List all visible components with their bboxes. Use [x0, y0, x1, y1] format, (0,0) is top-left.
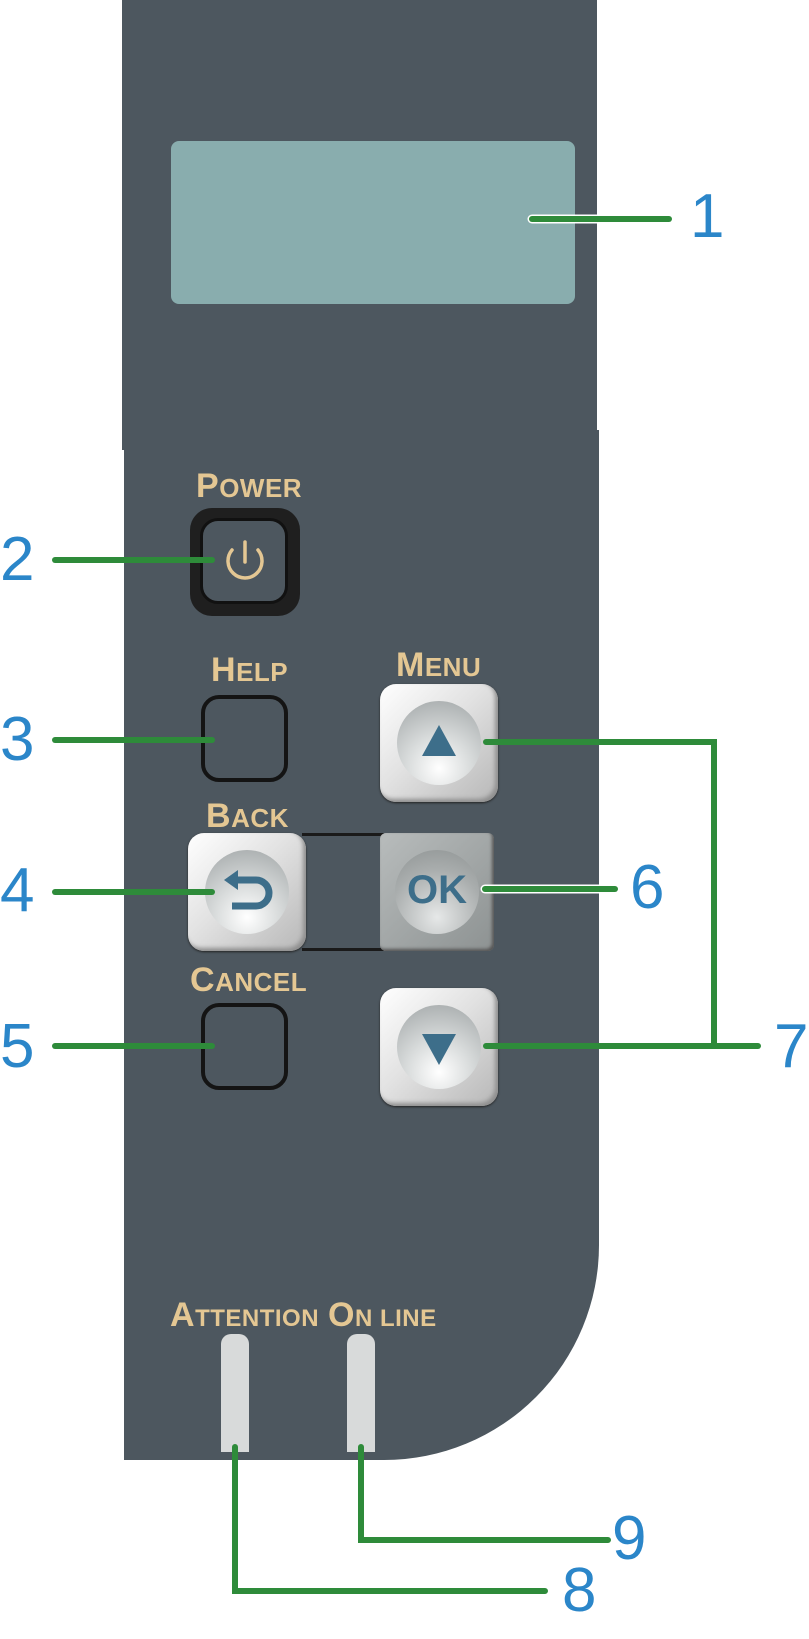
- callout-9: 9: [612, 1504, 647, 1573]
- cancel-button[interactable]: [201, 1003, 288, 1090]
- leader-8: [232, 1444, 548, 1594]
- power-button[interactable]: [190, 508, 300, 616]
- power-label: Power: [196, 467, 303, 505]
- power-icon: [226, 540, 264, 580]
- on-line-label: On Line: [328, 1296, 437, 1334]
- arrow-up-icon: [422, 725, 456, 756]
- callout-8: 8: [562, 1556, 597, 1625]
- callout-6: 6: [630, 853, 665, 922]
- leader-7: [483, 739, 717, 1049]
- arrow-down-icon: [422, 1034, 456, 1065]
- callout-5: 5: [0, 1012, 35, 1081]
- menu-up-button[interactable]: [380, 684, 498, 802]
- back-arrow-icon: [224, 870, 273, 910]
- on-line-led: [347, 1334, 375, 1452]
- attention-led: [221, 1334, 249, 1452]
- menu-label: Menu: [396, 646, 482, 684]
- callout-3: 3: [0, 705, 35, 774]
- callout-1: 1: [690, 182, 725, 251]
- cancel-label: Cancel: [190, 961, 308, 999]
- attention-label: Attention: [170, 1296, 320, 1334]
- lcd-display: [171, 141, 575, 304]
- callout-4: 4: [0, 856, 35, 925]
- menu-down-button[interactable]: [380, 988, 498, 1106]
- help-label: Help: [211, 651, 289, 689]
- ok-button-label: OK: [407, 868, 467, 912]
- ok-button[interactable]: OK: [380, 833, 494, 951]
- callout-7: 7: [774, 1012, 809, 1081]
- callout-2: 2: [0, 525, 35, 594]
- button-bridge: [302, 833, 384, 951]
- leader-9: [358, 1444, 611, 1543]
- back-label: Back: [206, 797, 289, 835]
